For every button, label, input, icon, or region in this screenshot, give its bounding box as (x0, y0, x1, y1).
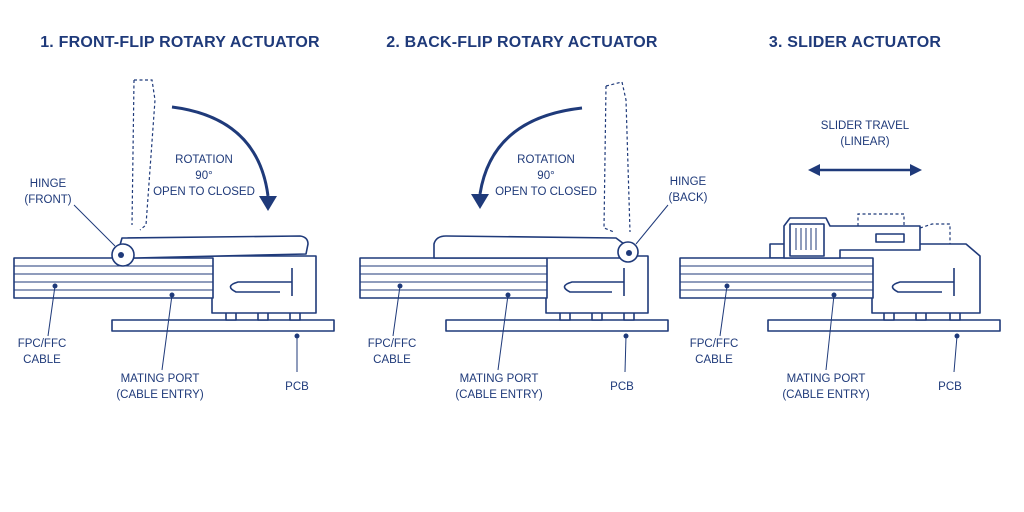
panel-2-rotation-arrowhead (471, 194, 489, 209)
panel-1-cable-line1: FPC/FFC (18, 338, 67, 350)
panel-1-pcb-board (111, 319, 335, 332)
panel-2-rotation-line3: OPEN TO CLOSED (495, 186, 597, 198)
panel-slider: 3. SLIDER ACTUATOR SLIDER TRAVEL (LINEAR… (679, 34, 1001, 401)
panel-1-hinge-leader (73, 204, 116, 247)
panel-3-title: 3. SLIDER ACTUATOR (769, 34, 941, 51)
panel-2-contact (563, 268, 625, 296)
panel-2-open-lever-ghost (605, 81, 631, 233)
panel-back-flip: 2. BACK-FLIP ROTARY ACTUATOR ROTATION 90… (359, 34, 708, 401)
panel-3-fpc-cable (679, 257, 874, 299)
panel-1-hinge-line1: HINGE (30, 178, 67, 190)
panel-2-cable-line1: FPC/FFC (368, 338, 417, 350)
panel-3-contact (891, 268, 955, 296)
panel-1-fpc-cable (13, 257, 214, 299)
panel-1-rotation-line2: 90° (195, 170, 212, 182)
panel-1-actuator-lever (119, 235, 309, 259)
panel-2-port-line1: MATING PORT (460, 373, 539, 385)
panel-1-open-lever-ghost (134, 79, 156, 231)
panel-2-hinge-line1: HINGE (670, 176, 707, 188)
panel-2-pcb-board (445, 319, 669, 332)
panel-1-port-line1: MATING PORT (121, 373, 200, 385)
panel-1-rotation-arrowhead (259, 196, 277, 211)
panel-1-rotation-line1: ROTATION (175, 154, 233, 166)
panel-3-pcb-board (767, 319, 1001, 332)
panel-1-rotation-line3: OPEN TO CLOSED (153, 186, 255, 198)
panel-3-slider-grip (789, 223, 825, 257)
panel-3-travel-line1: SLIDER TRAVEL (821, 120, 910, 132)
panel-3-port-line2: (CABLE ENTRY) (782, 389, 870, 401)
panel-1-contact (229, 268, 293, 296)
panel-2-hinge-line2: (BACK) (669, 192, 708, 204)
panel-2-hinge-leader (635, 204, 669, 245)
panel-1-cable-line2: CABLE (23, 354, 61, 366)
panel-2-actuator-lever (433, 235, 633, 259)
panel-3-cable-line2: CABLE (695, 354, 733, 366)
panel-1-hinge-line2: (FRONT) (24, 194, 71, 206)
panel-2-rotation-line2: 90° (537, 170, 554, 182)
panel-2-pcb-label: PCB (610, 381, 634, 393)
panel-1-title: 1. FRONT-FLIP ROTARY ACTUATOR (40, 34, 320, 51)
panel-3-slider-ghost (857, 213, 905, 226)
panel-1-port-line2: (CABLE ENTRY) (116, 389, 204, 401)
panel-1-rotation-arrow (171, 105, 270, 197)
panel-2-port-line2: (CABLE ENTRY) (455, 389, 543, 401)
panel-3-pcb-label: PCB (938, 381, 962, 393)
panel-2-title: 2. BACK-FLIP ROTARY ACTUATOR (386, 34, 658, 51)
panel-2-fpc-cable (359, 257, 548, 299)
panel-2-rotation-arrow (478, 106, 583, 195)
panel-1-pcb-label: PCB (285, 381, 309, 393)
panel-3-travel-line2: (LINEAR) (840, 136, 889, 148)
panel-2-rotation-line1: ROTATION (517, 154, 575, 166)
panel-3-port-line1: MATING PORT (787, 373, 866, 385)
panel-3-cable-line1: FPC/FFC (690, 338, 739, 350)
panel-front-flip: 1. FRONT-FLIP ROTARY ACTUATOR ROTATION 9… (13, 34, 335, 401)
panel-2-cable-line2: CABLE (373, 354, 411, 366)
